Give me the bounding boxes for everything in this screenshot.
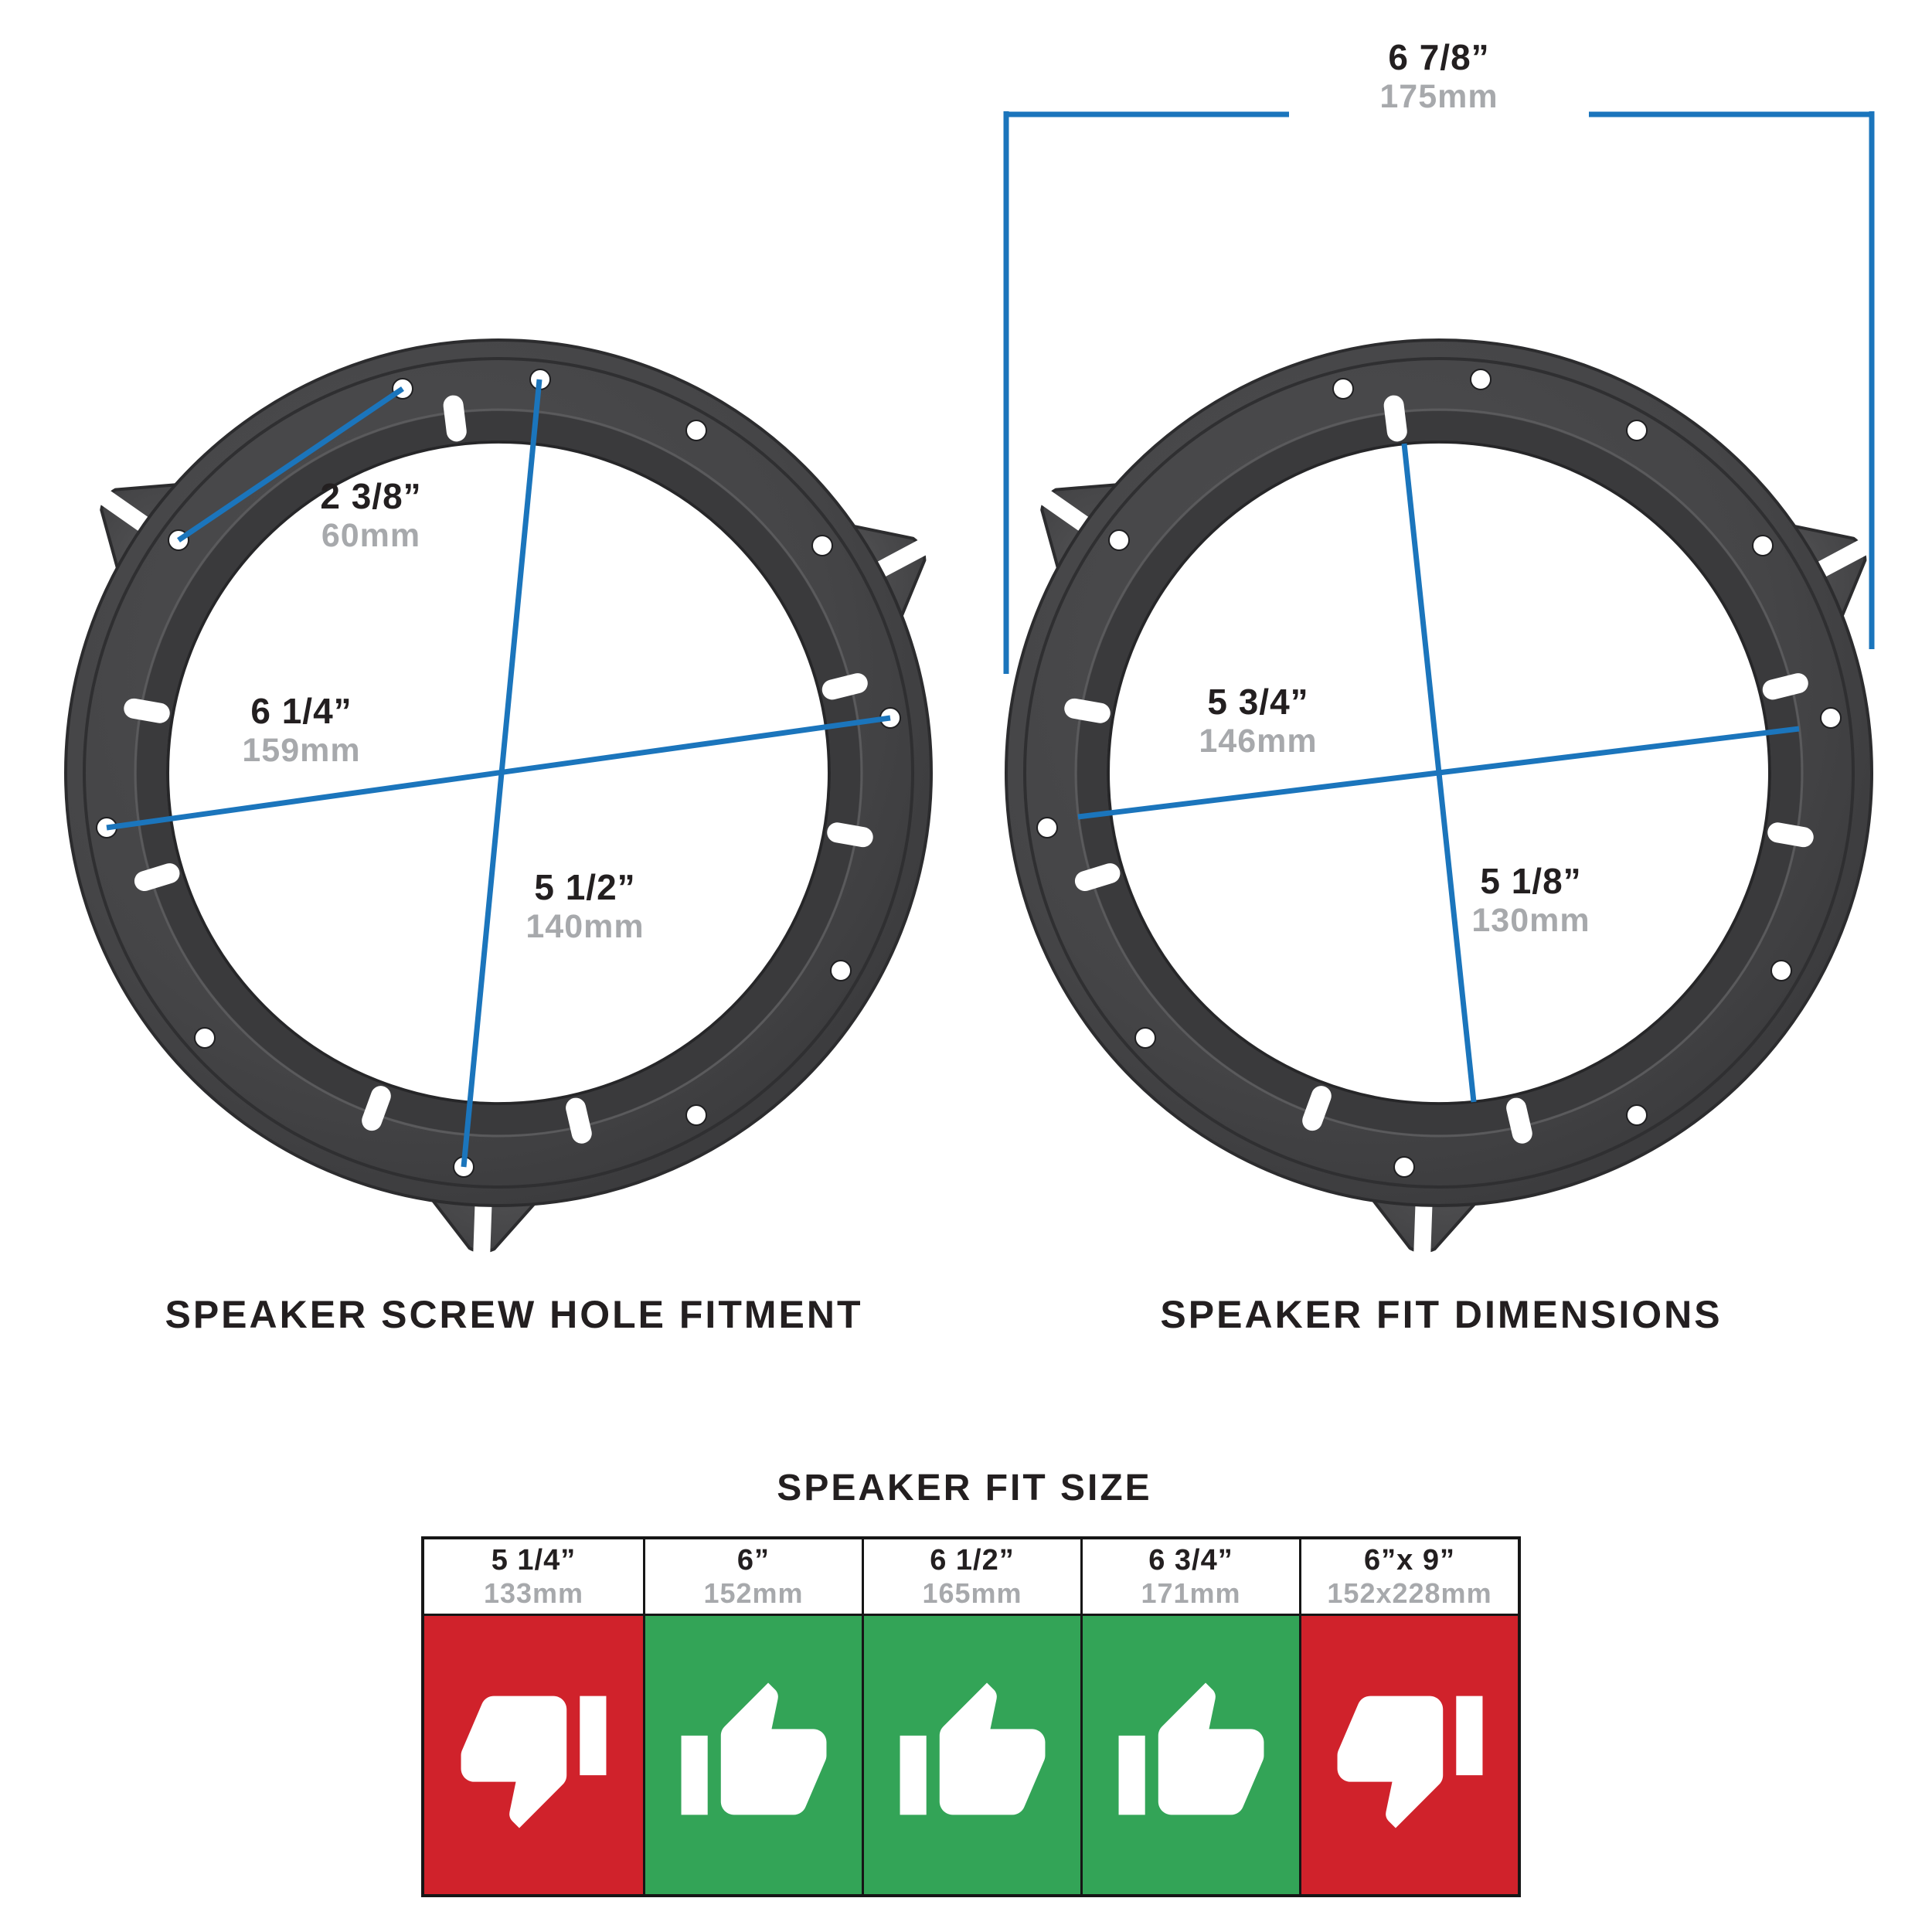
fit-size-header: 6 1/2” 165mm [864,1539,1080,1616]
mm-value: 60mm [321,517,421,554]
thumbs-up-icon [681,1682,826,1815]
thumbs-up-icon [1118,1682,1264,1815]
dimension-label-screw-circle-large: 6 1/4” 159mm [242,691,360,770]
mm-value: 159mm [242,732,361,769]
mm-value: 152x228mm [1327,1577,1492,1609]
dimension-label-screw-circle-small: 5 1/2” 140mm [526,867,644,946]
thumbs-down-icon [461,1696,607,1828]
dimension-label-overall-diameter: 6 7/8” 175mm [1379,37,1498,116]
fit-result-cell [864,1616,1080,1894]
inches-value: 2 3/8” [320,476,422,516]
dimension-label-lip-diameter: 5 3/4” 146mm [1199,682,1317,760]
inches-value: 6 7/8” [1388,37,1490,77]
dimension-line-screw-spacing [177,386,404,543]
dimension-label-opening-diameter: 5 1/8” 130mm [1471,861,1590,940]
inches-value: 5 1/2” [534,867,636,907]
mm-value: 140mm [526,908,645,945]
inches-value: 6” [736,1544,770,1577]
fit-result-cell [645,1616,862,1894]
mm-value: 152mm [703,1577,804,1609]
fit-result-cell [424,1616,643,1894]
right-diagram-title: SPEAKER FIT DIMENSIONS [1160,1293,1723,1336]
speaker-adapter-ring-left [56,340,962,1277]
inches-value: 6 3/4” [1148,1544,1233,1577]
fit-size-header: 6” 152mm [645,1539,862,1616]
thumbs-up-icon [900,1682,1045,1815]
mm-value: 175mm [1379,78,1498,115]
mm-value: 146mm [1199,723,1318,760]
fit-size-header: 6 3/4” 171mm [1083,1539,1299,1616]
fit-column-6x9: 6”x 9” 152x228mm [1299,1539,1518,1894]
inches-value: 5 3/4” [1207,682,1309,722]
inches-value: 6 1/2” [930,1544,1015,1577]
fit-table-title: SPEAKER FIT SIZE [777,1468,1152,1509]
dimension-line-opening-diameter [1401,443,1477,1103]
inches-value: 6”x 9” [1364,1544,1455,1577]
fit-size-header: 5 1/4” 133mm [424,1539,643,1616]
speaker-fit-table: 5 1/4” 133mm 6” 152mm 6 1/2” [421,1536,1521,1897]
inches-value: 5 1/8” [1480,861,1582,901]
left-diagram-title: SPEAKER SCREW HOLE FITMENT [165,1293,863,1336]
fit-column-6-3-4: 6 3/4” 171mm [1080,1539,1299,1894]
dimension-line-screw-circle-large [106,715,891,831]
fit-result-cell [1301,1616,1518,1894]
fit-result-cell [1083,1616,1299,1894]
fit-column-6-1-2: 6 1/2” 165mm [862,1539,1080,1894]
mm-value: 171mm [1141,1577,1241,1609]
mm-value: 133mm [483,1577,584,1609]
thumbs-down-icon [1337,1696,1482,1828]
inches-value: 5 1/4” [491,1544,577,1577]
dimension-line-screw-circle-small [461,379,543,1168]
fit-column-5-1-4: 5 1/4” 133mm [424,1539,643,1894]
fit-size-header: 6”x 9” 152x228mm [1301,1539,1518,1616]
mm-value: 130mm [1471,902,1590,939]
inches-value: 6 1/4” [250,691,352,731]
fit-column-6: 6” 152mm [643,1539,862,1894]
mm-value: 165mm [922,1577,1022,1609]
dimension-label-screw-spacing: 2 3/8” 60mm [320,476,421,555]
